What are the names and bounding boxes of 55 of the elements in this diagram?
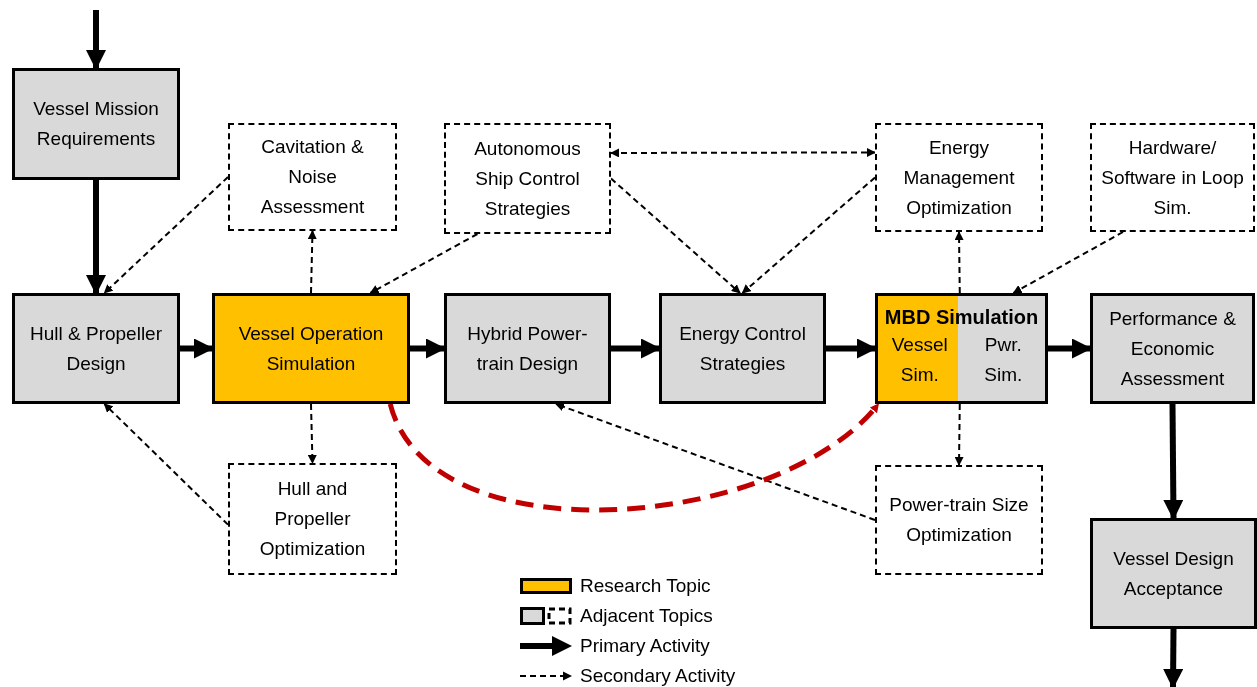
node-label: Hardware/ Software in Loop Sim. [1100,135,1245,220]
legend-label: Primary Activity [580,634,710,658]
node-label: Hybrid Power-train Design [466,321,589,376]
arrow [86,10,106,70]
arrow [103,176,229,294]
node-label: Hull and Propeller Optimization [258,477,367,561]
node-label: Energy Management Optimization [902,135,1016,220]
node-label: Vessel Mission Requirements [32,97,160,151]
node-label: Cavitation & Noise Assessment [259,135,366,219]
arrow [610,177,741,294]
node-label: Hull & Propeller Design [29,321,163,376]
process-box [875,293,1048,404]
legend-label: Secondary Activity [580,664,736,687]
process-box [1090,518,1257,629]
process-box [444,293,611,404]
arrow [387,402,881,513]
arrow [180,338,214,359]
dashed-process-box [444,123,611,234]
process-box [659,293,826,404]
node-label: Vessel Sim. [890,333,949,387]
arrow [369,233,479,294]
process-box [212,293,410,404]
node-label: Pwr. Sim. [983,333,1024,387]
node-label: Vessel Design Acceptance [1112,546,1235,601]
arrow [307,230,317,294]
arrow [1163,628,1184,687]
arrow [554,402,876,521]
node-label: Performance & Economic Assessment [1108,306,1237,391]
arrow [1163,403,1184,520]
process-box [12,68,180,180]
arrow [826,338,877,359]
node-label: Autonomous Ship Control Strategies [473,136,582,221]
arrow [611,338,661,359]
arrow [86,180,106,295]
dashed-process-box [228,463,397,575]
legend-label: Adjacent Topics [580,604,713,628]
arrow [307,403,317,464]
dashed-process-box [228,123,397,231]
legend-label: Research Topic [580,574,711,598]
arrow [103,403,229,526]
arrow [410,338,446,359]
node-label: Vessel Operation Simulation [237,321,385,376]
dashed-process-box [875,123,1043,232]
arrow [1048,338,1092,359]
arrow [954,403,964,466]
node-label: Energy Control Strategies [678,321,807,376]
arrow [1012,231,1124,294]
node-label: Power-train Size Optimization [888,493,1030,547]
arrow [954,231,964,294]
process-box [12,293,180,404]
dashed-process-box [1090,123,1255,232]
arrow [741,176,876,294]
process-box [1090,293,1255,404]
arrow [610,147,876,158]
dashed-process-box [875,465,1043,575]
